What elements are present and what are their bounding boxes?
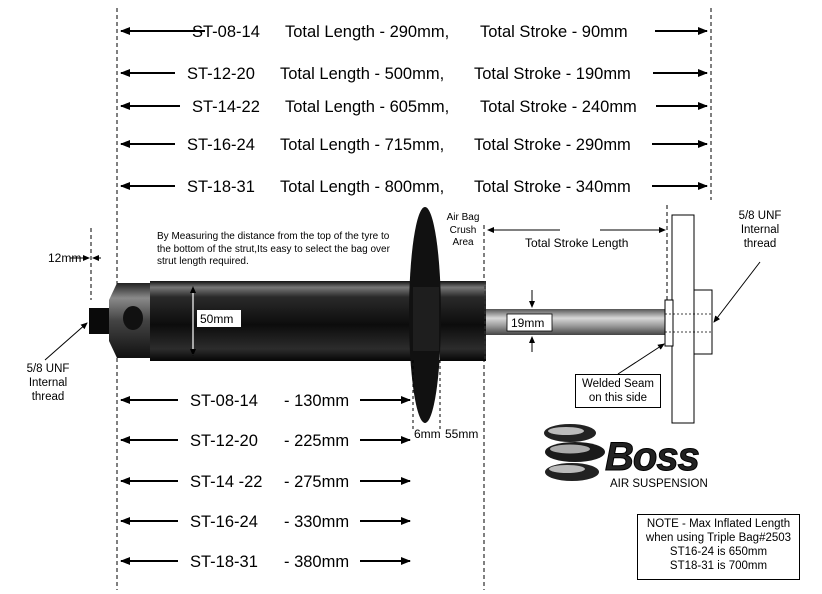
- bottom-spec-row: ST-12-20 - 225mm: [120, 432, 411, 450]
- total-stroke: Total Stroke - 290mm: [474, 136, 631, 154]
- welded-seam-side-line: on this side: [588, 392, 648, 404]
- air-bag-crush-area-label: Air Bag Crush Area: [440, 212, 486, 250]
- strut-body: [150, 281, 412, 361]
- model-code: ST-14 -22: [190, 473, 262, 491]
- area-label-line: Area: [452, 237, 474, 248]
- left-thread-label: 5/8 UNF Internal thread: [16, 362, 80, 404]
- logo-tagline: AIR SUSPENSION: [610, 478, 708, 490]
- bag-length: - 275mm: [284, 473, 349, 491]
- bag-length: - 130mm: [284, 392, 349, 410]
- thread-type: Internal: [740, 224, 780, 236]
- bag-length: - 330mm: [284, 513, 349, 531]
- note-line: when using Triple Bag#2503: [645, 532, 792, 544]
- body-collar: [440, 281, 486, 361]
- mounting-nut: [89, 308, 109, 334]
- model-code: ST-18-31: [187, 178, 255, 196]
- measuring-description: By Measuring the distance from the top o…: [157, 231, 390, 267]
- total-stroke-length-label: Total Stroke Length: [525, 236, 628, 250]
- model-code: ST-12-20: [190, 432, 258, 450]
- end-cap-hole: [123, 306, 143, 330]
- model-code: ST-18-31: [190, 553, 258, 571]
- top-mount-plate: [671, 214, 695, 424]
- total-length: Total Length - 800mm,: [280, 178, 444, 196]
- top-spec-row: ST-14-22 Total Length - 605mm, Total Str…: [120, 98, 708, 116]
- thread-word: thread: [31, 391, 65, 403]
- model-code: ST-08-14: [192, 23, 260, 41]
- model-code: ST-16-24: [190, 513, 258, 531]
- total-length: Total Length - 500mm,: [280, 65, 444, 83]
- gap-12mm-label: 12mm: [48, 251, 81, 265]
- total-length: Total Length - 715mm,: [280, 136, 444, 154]
- model-code: ST-14-22: [192, 98, 260, 116]
- note-line: ST18-31 is 700mm: [669, 560, 768, 572]
- total-length: Total Length - 290mm,: [285, 23, 449, 41]
- total-stroke: Total Stroke - 190mm: [474, 65, 631, 83]
- model-code: ST-08-14: [190, 392, 258, 410]
- top-spec-row: ST-16-24 Total Length - 715mm, Total Str…: [120, 136, 708, 154]
- bag-length: - 225mm: [284, 432, 349, 450]
- thread-size: 5/8 UNF: [738, 210, 782, 222]
- bag-length: - 380mm: [284, 553, 349, 571]
- note-line: NOTE - Max Inflated Length: [646, 518, 791, 530]
- welded-seam-callout: Welded Seam on this side: [575, 374, 661, 408]
- boss-logo: Boss AIR SUSPENSION: [544, 424, 708, 490]
- total-stroke: Total Stroke - 340mm: [474, 178, 631, 196]
- bottom-spec-row: ST-08-14 - 130mm: [120, 392, 411, 410]
- mount-washer: [664, 299, 674, 347]
- model-code: ST-12-20: [187, 65, 255, 83]
- total-stroke: Total Stroke - 240mm: [480, 98, 637, 116]
- top-spec-row: ST-08-14 Total Length - 290mm, Total Str…: [120, 23, 708, 41]
- note-line: ST16-24 is 650mm: [669, 546, 768, 558]
- logo-wordmark: Boss: [605, 435, 699, 479]
- bottom-spec-row: ST-16-24 - 330mm: [120, 513, 411, 531]
- air-bag-logo-icon: [544, 424, 605, 481]
- top-spec-row: ST-18-31 Total Length - 800mm, Total Str…: [120, 178, 708, 196]
- thread-size: 5/8 UNF: [26, 363, 70, 375]
- thread-type: Internal: [28, 377, 68, 389]
- body-diameter-label: 50mm: [200, 312, 233, 326]
- crush-label-line: Crush: [449, 224, 477, 236]
- inflated-length-note: NOTE - Max Inflated Length when using Tr…: [637, 514, 800, 580]
- thread-word: thread: [743, 238, 777, 250]
- total-length: Total Length - 605mm,: [285, 98, 449, 116]
- bottom-spec-row: ST-14 -22 - 275mm: [120, 473, 411, 491]
- total-stroke: Total Stroke - 90mm: [480, 23, 628, 41]
- air-bag-label-line: Air Bag: [446, 212, 480, 223]
- right-thread-label: 5/8 UNF Internal thread: [728, 209, 792, 251]
- welded-seam-line: Welded Seam: [581, 378, 655, 390]
- model-code: ST-16-24: [187, 136, 255, 154]
- disc-thickness-label: 6mm: [414, 427, 441, 441]
- top-spec-row: ST-12-20 Total Length - 500mm, Total Str…: [120, 65, 708, 83]
- disc-offset-label: 55mm: [445, 427, 478, 441]
- bottom-spec-row: ST-18-31 - 380mm: [120, 553, 411, 571]
- mount-boss: [693, 289, 713, 355]
- rod-diameter-label: 19mm: [511, 316, 544, 330]
